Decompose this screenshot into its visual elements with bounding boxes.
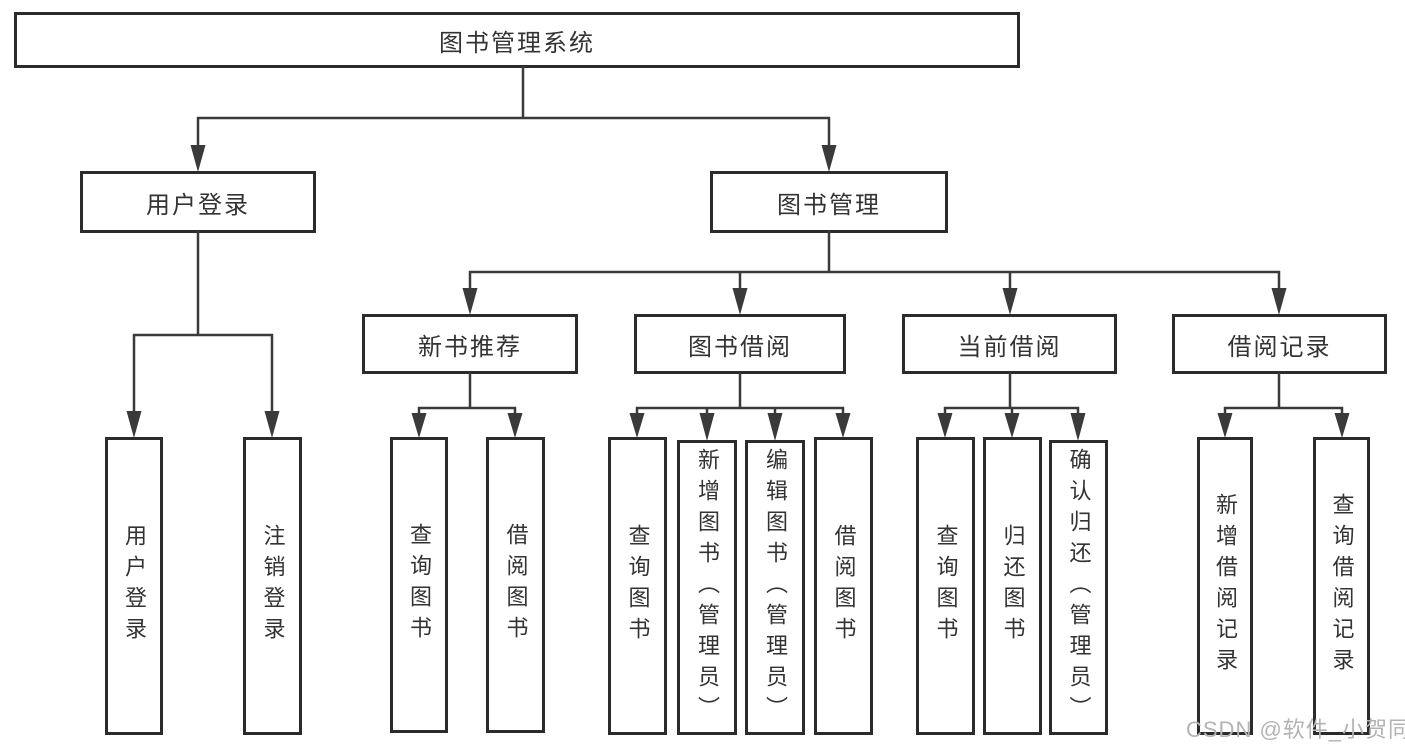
node-user-login-label: 用户登录 — [146, 191, 250, 219]
node-book-borrow: 图书借阅 — [634, 314, 846, 374]
node-borrow-records-label: 借阅记录 — [1227, 333, 1332, 361]
node-book-borrow-label: 图书借阅 — [688, 333, 792, 361]
node-book-management-label: 图书管理 — [777, 191, 881, 219]
leaf-edit-book-admin: 编辑图书（管理员） — [745, 440, 805, 735]
leaf-borrow-query-book-label: 查询图书 — [625, 524, 651, 648]
node-root: 图书管理系统 — [14, 12, 1020, 68]
leaf-current-query-book-label: 查询图书 — [933, 524, 959, 648]
leaf-borrow-query-book: 查询图书 — [608, 437, 667, 735]
node-borrow-records: 借阅记录 — [1172, 314, 1387, 374]
leaf-recommend-borrow-book: 借阅图书 — [486, 437, 545, 733]
connector-user-login-to-leaves — [126, 231, 280, 438]
node-root-label: 图书管理系统 — [439, 29, 595, 57]
connector-recommend-to-leaves — [411, 372, 523, 438]
leaf-return-book: 归还图书 — [983, 437, 1042, 735]
leaf-confirm-return-admin-label: 确认归还（管理员） — [1066, 448, 1092, 727]
node-book-management: 图书管理 — [710, 171, 948, 233]
leaf-query-borrow-record: 查询借阅记录 — [1313, 437, 1370, 735]
leaf-user-login-label: 用户登录 — [122, 524, 147, 648]
connector-book-mgmt-to-level3 — [462, 231, 1287, 315]
node-current-borrow-label: 当前借阅 — [957, 333, 1062, 361]
leaf-borrow-book-label: 借阅图书 — [831, 524, 857, 648]
leaf-recommend-query-book: 查询图书 — [390, 437, 448, 733]
connector-root-to-level2 — [190, 66, 837, 172]
connector-current-borrow-to-leaves — [937, 372, 1086, 441]
node-new-book-recommend-label: 新书推荐 — [418, 333, 522, 361]
leaf-recommend-borrow-book-label: 借阅图书 — [503, 523, 529, 647]
csdn-watermark: CSDN @软件_小贺同学 — [1186, 717, 1405, 742]
leaf-add-book-admin-label: 新增图书（管理员） — [695, 448, 720, 727]
leaf-user-login: 用户登录 — [105, 437, 163, 735]
node-user-login: 用户登录 — [80, 171, 316, 233]
leaf-current-query-book: 查询图书 — [916, 437, 975, 735]
leaf-edit-book-admin-label: 编辑图书（管理员） — [763, 448, 788, 727]
connector-book-borrow-to-leaves — [629, 372, 851, 441]
leaf-recommend-query-book-label: 查询图书 — [407, 523, 432, 647]
node-new-book-recommend: 新书推荐 — [362, 314, 578, 374]
leaf-add-book-admin: 新增图书（管理员） — [677, 440, 737, 735]
node-current-borrow: 当前借阅 — [902, 314, 1117, 374]
leaf-add-borrow-record: 新增借阅记录 — [1197, 437, 1253, 735]
connector-records-to-leaves — [1217, 372, 1350, 438]
leaf-logout-label: 注销登录 — [260, 524, 286, 648]
leaf-confirm-return-admin: 确认归还（管理员） — [1049, 440, 1108, 735]
leaf-add-borrow-record-label: 新增借阅记录 — [1213, 493, 1238, 679]
leaf-return-book-label: 归还图书 — [1000, 524, 1026, 648]
leaf-borrow-book: 借阅图书 — [814, 437, 873, 735]
leaf-logout: 注销登录 — [243, 437, 302, 735]
leaf-query-borrow-record-label: 查询借阅记录 — [1329, 493, 1355, 679]
